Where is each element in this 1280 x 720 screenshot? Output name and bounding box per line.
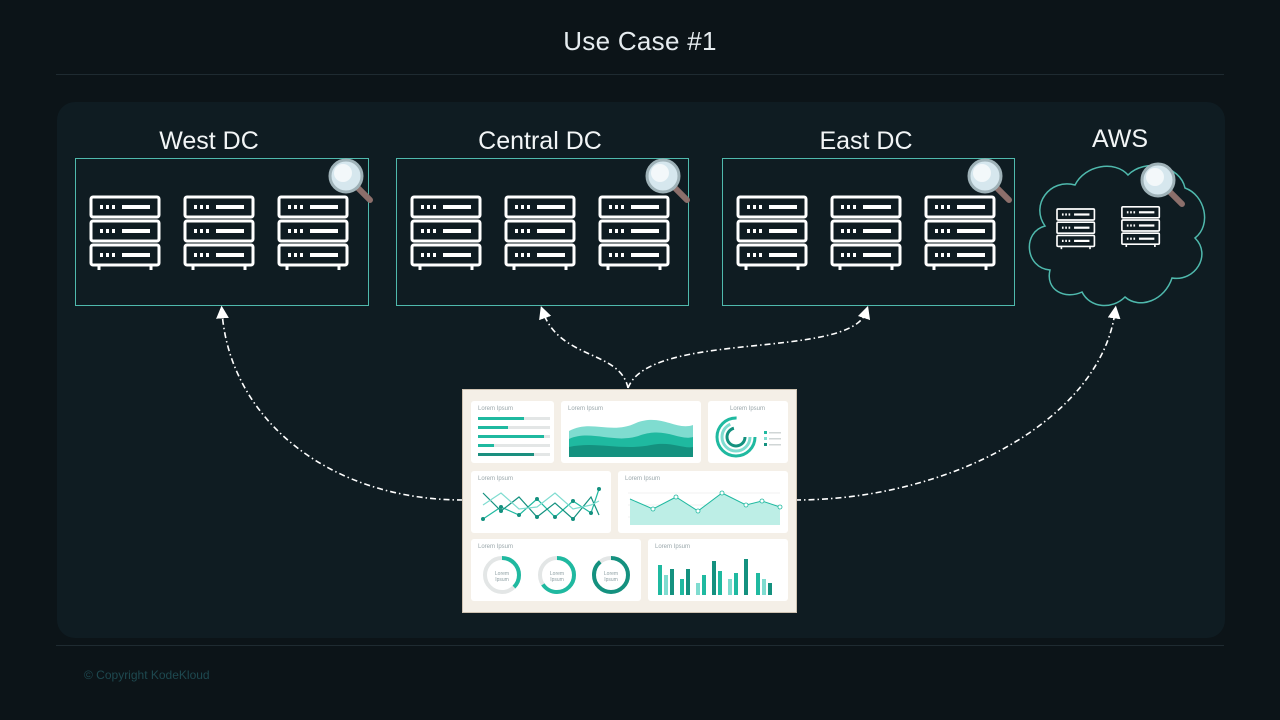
server-rack-icon [600, 197, 668, 270]
west-dc-label: West DC [159, 127, 259, 155]
connector-central [539, 305, 629, 389]
card-label: Lorem Ipsum [478, 406, 514, 412]
dashboard-card-network: Lorem Ipsum [471, 471, 611, 533]
magnifier-icon [1142, 164, 1182, 204]
aws-label: AWS [1091, 125, 1149, 153]
server-rack-icon [1057, 209, 1094, 249]
central-dc-label: Central DC [478, 127, 602, 155]
server-rack-icon [185, 197, 253, 270]
card-label: Lorem Ipsum [625, 476, 661, 482]
west-dc-servers [91, 197, 347, 270]
page-title: Use Case #1 [563, 26, 717, 56]
east-dc-box [722, 158, 1015, 306]
card-label: Lorem Ipsum [730, 406, 766, 412]
magnifier-icon [330, 160, 370, 200]
card-label: Lorem Ipsum [655, 544, 691, 550]
magnifier-icon [969, 160, 1009, 200]
east-dc-label: East DC [819, 127, 913, 155]
server-rack-icon [832, 197, 900, 270]
card-label: Lorem Ipsum [478, 476, 514, 482]
dashboard-card-area: Lorem Ipsum [561, 401, 701, 463]
west-dc-box [75, 158, 369, 306]
connector-west [216, 305, 464, 501]
aws-servers [1057, 207, 1159, 249]
donut-label: Lorem Ipsum [603, 571, 619, 583]
server-rack-icon [506, 197, 574, 270]
server-rack-icon [279, 197, 347, 270]
dashboard-card-columns: Lorem Ipsum [648, 539, 788, 601]
server-rack-icon [412, 197, 480, 270]
dashboard-card-line: Lorem Ipsum [618, 471, 788, 533]
bottom-divider [56, 645, 1224, 646]
dashboard-card-bars: Lorem Ipsum [471, 401, 554, 463]
card-label: Lorem Ipsum [568, 406, 604, 412]
east-dc-servers [738, 197, 994, 270]
connector-aws [794, 305, 1121, 501]
dashboard-card-radial: Lorem Ipsum [708, 401, 788, 463]
central-dc-servers [412, 197, 668, 270]
donut-label: Lorem Ipsum [494, 571, 510, 583]
card-label: Lorem Ipsum [478, 544, 514, 550]
server-rack-icon [91, 197, 159, 270]
connector-east [627, 305, 871, 389]
top-divider [56, 74, 1224, 75]
connectors [216, 305, 1121, 501]
server-rack-icon [1122, 207, 1159, 247]
magnifier-icon [647, 160, 687, 200]
cloud-icon [1028, 164, 1206, 307]
server-rack-icon [926, 197, 994, 270]
server-rack-icon [738, 197, 806, 270]
dashboard-icon: Lorem Ipsum Lorem Ipsum Lorem Ipsum Lo [462, 389, 797, 613]
copyright-text: © Copyright KodeKloud [84, 668, 210, 682]
donut-label: Lorem Ipsum [549, 571, 565, 583]
dashboard-card-donuts: Lorem Ipsum Lorem Ipsum Lorem Ipsum Lore… [471, 539, 641, 601]
central-dc-box [396, 158, 689, 306]
